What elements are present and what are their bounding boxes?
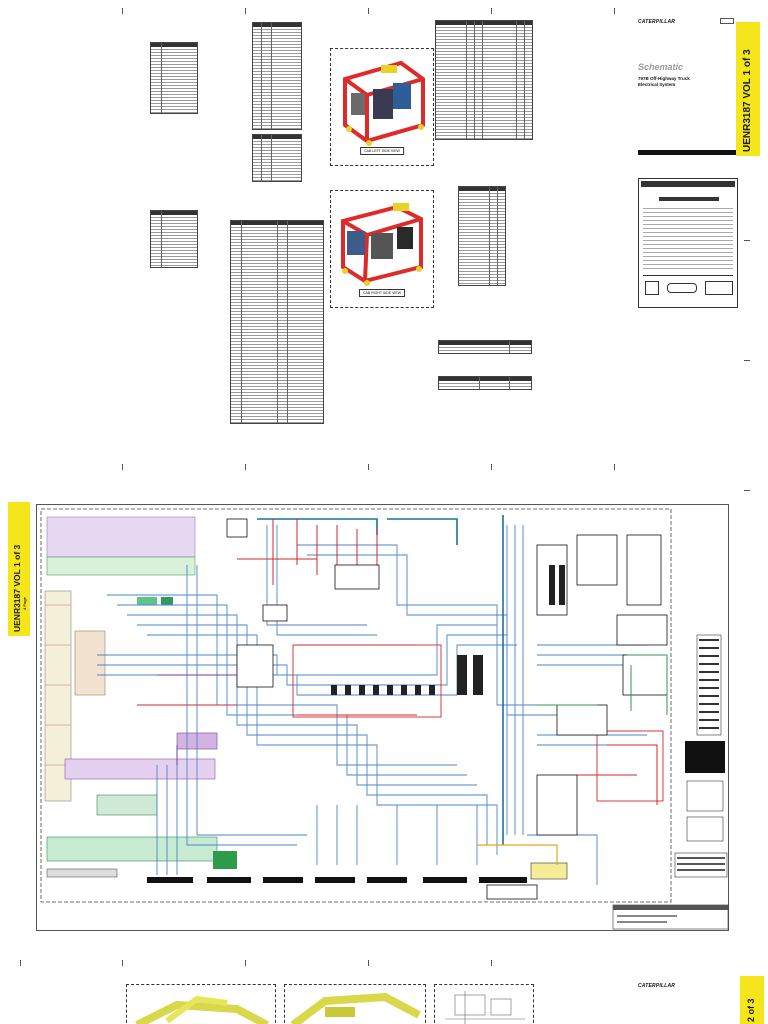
cab-right-side-photo: CAB RIGHT SIDE VIEW (330, 190, 434, 308)
crop-mark (122, 464, 123, 470)
volume-tab (736, 22, 760, 156)
chassis-left-view (126, 984, 276, 1024)
crop-mark (122, 8, 123, 14)
component-location-table (458, 186, 506, 286)
crop-mark (614, 8, 615, 14)
component-location-table (435, 20, 533, 140)
revision-box (720, 18, 734, 24)
harness-line-drawing (434, 984, 534, 1024)
cab-left-side-photo: CAB LEFT SIDE VIEW (330, 48, 434, 166)
cab-frame-illustration (341, 203, 423, 286)
volume-title: 2 of 3 (746, 998, 756, 1022)
photo-caption: CAB RIGHT SIDE VIEW (358, 289, 406, 297)
chassis-illustration (290, 992, 421, 1024)
model-title-line-1: 797B Off-Highway Truck (638, 76, 690, 81)
wiring-diagram (40, 508, 729, 930)
connector-table (150, 210, 198, 268)
reference-table (438, 340, 532, 354)
crop-mark (744, 490, 750, 491)
wire-list-table (230, 220, 324, 424)
volume-title: UENR3187 VOL 1 of 3 (742, 49, 753, 152)
crop-mark (491, 464, 492, 470)
chassis-illustration (135, 995, 269, 1024)
crop-mark (245, 8, 246, 14)
crop-mark (368, 8, 369, 14)
chassis-right-view (284, 984, 426, 1024)
crop-mark (368, 464, 369, 470)
crop-mark (614, 464, 615, 470)
crop-mark (744, 360, 750, 361)
crop-mark (744, 240, 750, 241)
crop-mark (20, 960, 21, 966)
caterpillar-logo: CATERPILLAR (638, 19, 676, 25)
cab-frame-illustration (343, 60, 425, 146)
title-rule (638, 150, 736, 155)
volume-tab (8, 502, 30, 636)
schematic-label: Schematic (638, 62, 684, 72)
crop-mark (491, 960, 492, 966)
crop-mark (245, 960, 246, 966)
symbols-legend (638, 178, 738, 308)
model-title-line-2: Electrical System (638, 82, 676, 87)
volume-tab (740, 976, 764, 1024)
volume-subtitle: 4 Page (22, 597, 27, 610)
volume-title: UENR3187 VOL 1 of 3 (12, 544, 22, 632)
crop-mark (245, 464, 246, 470)
reference-table (438, 376, 532, 390)
electrical-schematic (36, 504, 729, 931)
crop-mark (368, 960, 369, 966)
caterpillar-logo: CATERPILLAR (638, 983, 676, 989)
component-table (252, 22, 302, 130)
connector-table (150, 42, 198, 114)
photo-caption: CAB LEFT SIDE VIEW (360, 147, 404, 155)
harness-illustration (445, 991, 525, 1024)
component-table (252, 134, 302, 182)
crop-mark (122, 960, 123, 966)
crop-mark (491, 8, 492, 14)
